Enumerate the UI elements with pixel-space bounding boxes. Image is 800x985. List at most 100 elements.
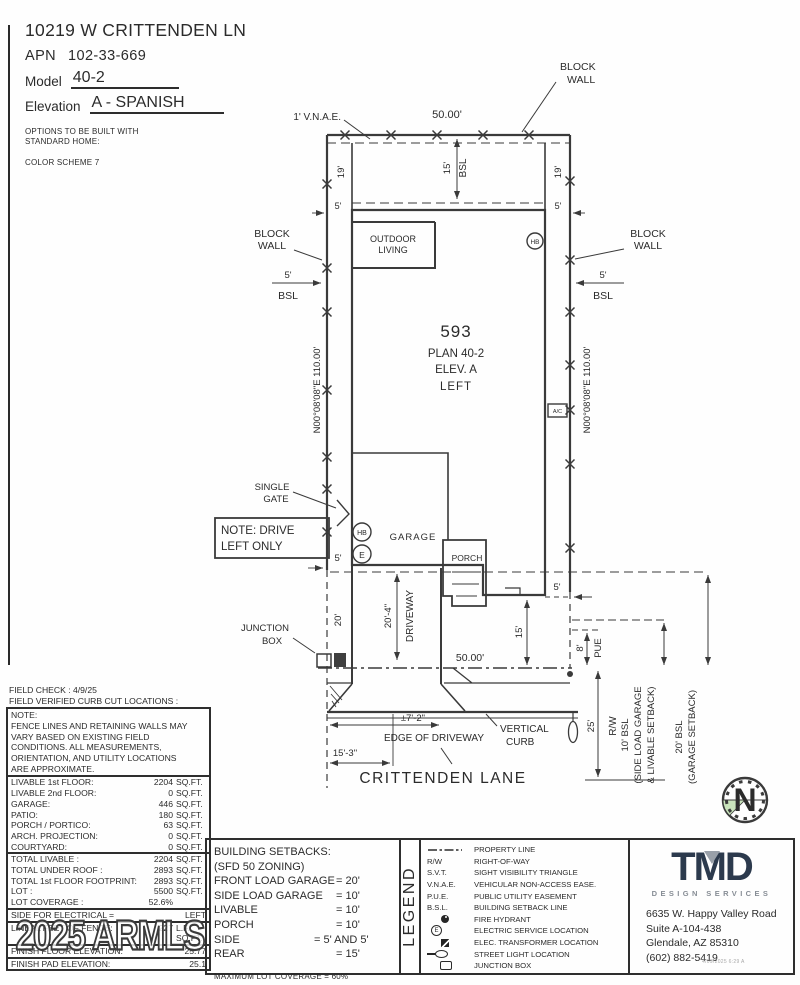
setback-row: SIDE LOAD GARAGE= 10' — [214, 889, 360, 902]
legend-label: VEHICULAR NON-ACCESS EASE. — [474, 880, 597, 890]
edge-of-driveway: EDGE OF DRIVEWAY — [384, 733, 484, 744]
electric-service: E — [359, 550, 365, 560]
site-address: 10219 W CRITTENDEN LN — [25, 20, 247, 40]
model-row: Model 40-2 — [25, 70, 305, 89]
setback-row: SIDE= 5' AND 5' — [214, 933, 369, 946]
dim-lot-width-top: 50.00' — [432, 109, 462, 121]
apn-row: APN 102-33-669 — [25, 48, 305, 64]
junction-box-1: JUNCTION — [241, 623, 289, 634]
bsl-right: BSL — [593, 290, 613, 302]
color-scheme: COLOR SCHEME 7 — [25, 158, 100, 167]
pue-label: PUE — [593, 638, 604, 658]
bsl-left: BSL — [278, 290, 298, 302]
legend-row: B.S.L. BUILDING SETBACK LINE — [426, 902, 624, 914]
legend-label: RIGHT-OF-WAY — [474, 856, 530, 866]
leader-lines — [292, 81, 625, 765]
vnae-label: 1' V.N.A.E. — [293, 112, 341, 123]
single-gate-2: GATE — [263, 494, 288, 505]
outdoor-living-1: OUTDOOR — [370, 234, 416, 244]
dim-5-front-right: 5' — [553, 582, 560, 593]
print-stamp: 4/09/2025 6:29 A — [702, 959, 745, 965]
dim-5-top-left: 5' — [335, 201, 342, 211]
fence-note-box: NOTE: FENCE LINES AND RETAINING WALLS MA… — [6, 707, 211, 778]
dim-5-bsl-left: 5' — [284, 270, 291, 281]
legend-row: S.V.T. SIGHT VISIBILITY TRIANGLE — [426, 867, 624, 879]
elevation-label: Elevation — [25, 99, 81, 114]
ac-label: A/C — [553, 409, 562, 415]
legend-row: ELEC. TRANSFORMER LOCATION — [426, 937, 624, 949]
note-line: CONDITIONS. ALL MEASUREMENTS, — [11, 742, 162, 753]
setback-row: PORCH= 10' — [214, 918, 360, 931]
armls-watermark: 2025 ARMLS — [15, 911, 206, 960]
dim-15-3: 15'-3" — [333, 748, 357, 759]
model-label: Model — [25, 74, 62, 89]
bsl10-line3: & LIVABLE SETBACK) — [646, 687, 657, 784]
street-light-icon — [426, 950, 474, 959]
legend-row: V.N.A.E. VEHICULAR NON-ACCESS EASE. — [426, 879, 624, 891]
vertical-curb-2: CURB — [506, 737, 535, 748]
dim-19-right: 19' — [553, 166, 564, 179]
table-row: LOT COVERAGE :52.6% — [11, 897, 173, 908]
field-verified: FIELD VERIFIED CURB CUT LOCATIONS : — [9, 695, 179, 706]
bearing-right: N00°08'08"E 110.00' — [582, 346, 593, 433]
legend-label: STREET LIGHT LOCATION — [474, 949, 570, 959]
title-block: 10219 W CRITTENDEN LN APN 102-33-669 Mod… — [25, 20, 305, 167]
legend-title: LEGEND — [401, 866, 418, 947]
setback-row: REAR= 15' — [214, 948, 360, 961]
setback-row: FRONT LOAD GARAGE= 20' — [214, 875, 360, 888]
junction-box-2: BOX — [262, 636, 283, 647]
block-wall-right-2: WALL — [634, 240, 662, 252]
dim-5-gate: 5' — [334, 553, 341, 564]
bsl20-line1: 20' BSL — [674, 721, 685, 754]
vnae-abbr: V.N.A.E. — [427, 880, 456, 890]
legend-label: JUNCTION BOX — [474, 961, 532, 971]
block-wall-left-1: BLOCK — [254, 228, 290, 240]
elevation-row: Elevation A - SPANISH — [25, 95, 305, 114]
options-note: OPTIONS TO BE BUILT WITH STANDARD HOME: — [25, 127, 305, 147]
legend-row: FIRE HYDRANT — [426, 914, 624, 926]
finish-pad-box: FINISH PAD ELEVATION:25.1 — [6, 956, 211, 972]
rw-abbr: R/W — [427, 856, 442, 866]
firm-address-line3: Glendale, AZ 85310 — [646, 937, 739, 949]
dim-15-right: 15' — [514, 626, 525, 639]
dim-8: 8' — [575, 644, 586, 651]
dim-20: 20' — [333, 614, 344, 627]
legend-box: PROPERTY LINE R/W RIGHT-OF-WAY S.V.T. SI… — [419, 838, 630, 975]
setback-row: LIVABLE= 10' — [214, 904, 360, 917]
legend-label: ELEC. TRANSFORMER LOCATION — [474, 938, 599, 948]
firm-tagline: DESIGN SERVICES — [651, 889, 772, 898]
junction-box-icon — [440, 961, 452, 971]
bearing-left: N00°08'08"E 110.00' — [312, 346, 323, 433]
dimension-lines — [272, 139, 711, 781]
firm-box: TMD DESIGN SERVICES 6635 W. Happy Valley… — [628, 838, 795, 975]
legend-row: P.U.E. PUBLIC UTILITY EASEMENT — [426, 890, 624, 902]
note-line: ARE APPROXIMATE. — [11, 763, 95, 774]
elevation-value: A - SPANISH — [89, 95, 224, 114]
apn-label: APN — [25, 48, 57, 64]
apn-value: 102-33-669 — [68, 48, 147, 64]
note-line: ORIENTATION, AND UTILITY LOCATIONS — [11, 753, 177, 763]
dim-7-2: ±7'-2" — [401, 713, 425, 724]
dim-5-bsl-right: 5' — [599, 270, 606, 281]
options-line2: STANDARD HOME: — [25, 137, 100, 146]
firm-address-line2: Suite A-104-438 — [646, 922, 722, 935]
house-outline — [350, 208, 568, 607]
dim-20-4: 20'-4" — [383, 604, 394, 628]
block-wall-right-1: BLOCK — [630, 228, 666, 240]
tmd-logo: TMD — [630, 847, 793, 887]
utility-symbols — [352, 232, 544, 564]
hosebib-garage: HB — [357, 530, 367, 537]
legend-label: BUILDING SETBACK LINE — [474, 903, 568, 913]
bsl-abbr: B.S.L. — [427, 903, 448, 913]
block-wall-top-1: BLOCK — [560, 61, 596, 73]
plan-elevation: ELEV. A — [435, 364, 477, 376]
